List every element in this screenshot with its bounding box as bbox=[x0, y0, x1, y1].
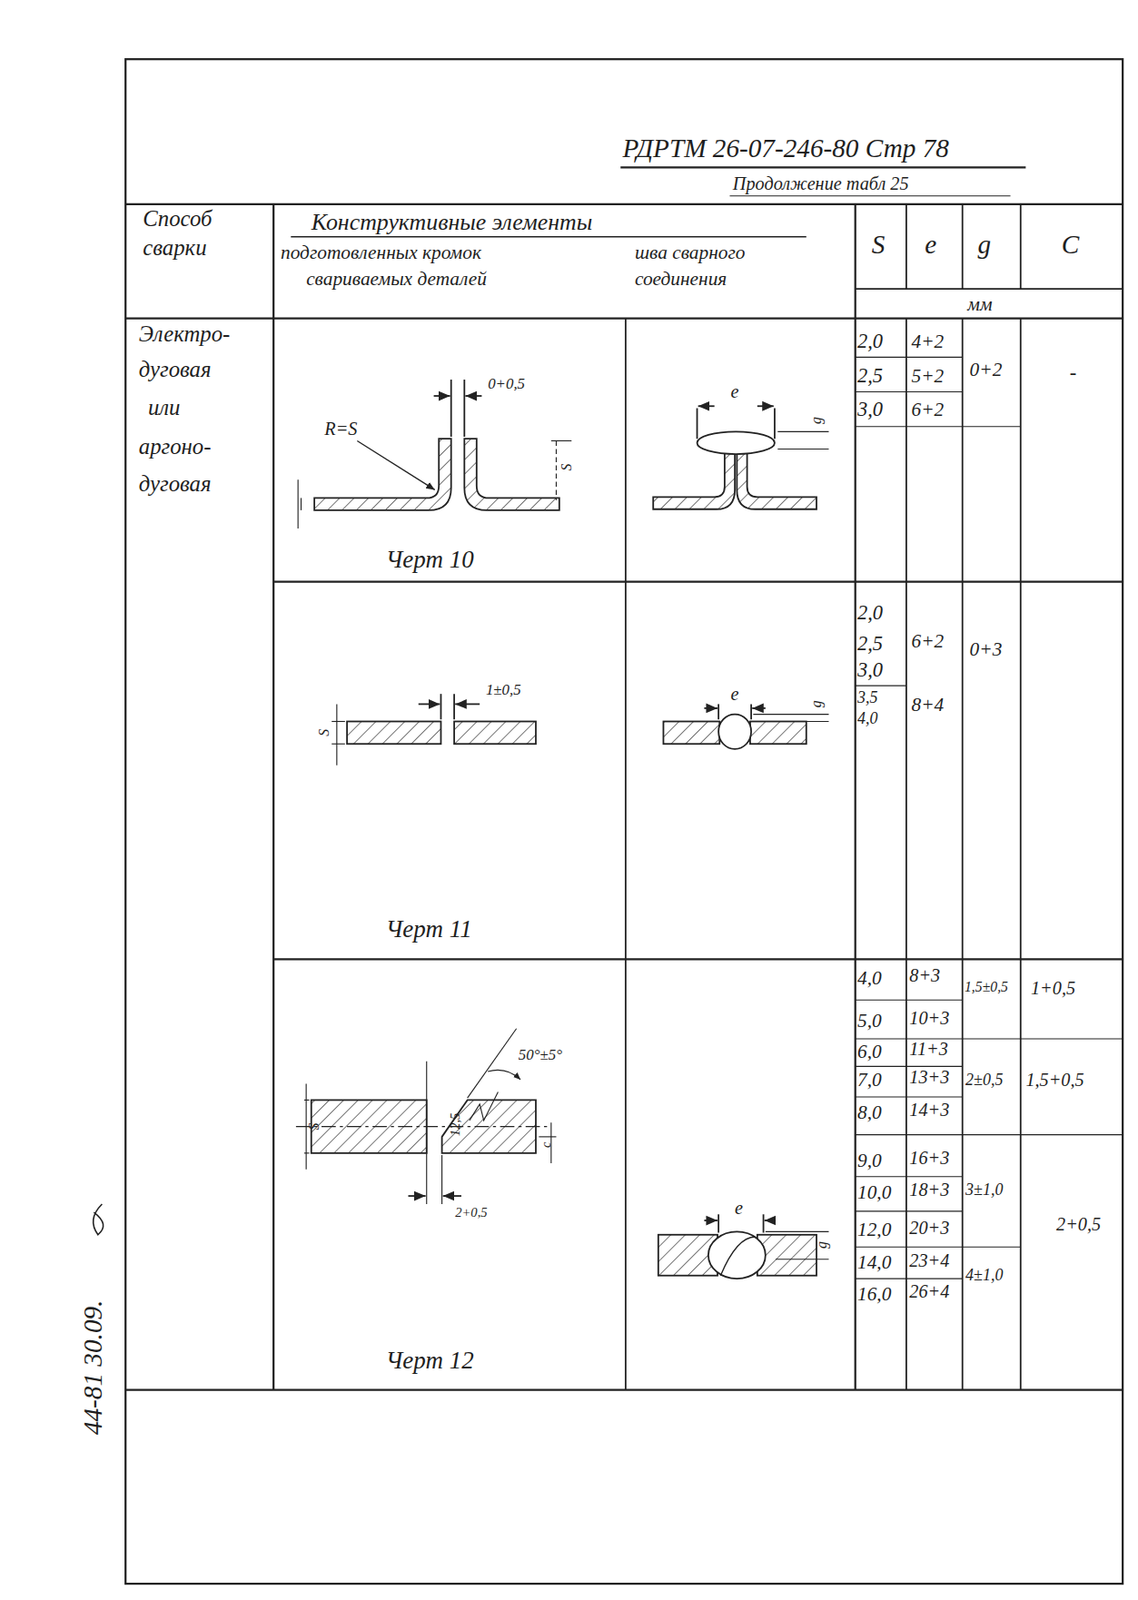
table-cell: 2,0 bbox=[857, 602, 883, 623]
dimension-label: 50°±5° bbox=[518, 1048, 563, 1064]
table-cell: 0+3 bbox=[969, 639, 1003, 659]
table-cell: 14+3 bbox=[909, 1101, 950, 1120]
table-cell: 5,0 bbox=[857, 1010, 882, 1030]
dimension-label: 1±0,5 bbox=[485, 682, 522, 698]
table-cell: 10+3 bbox=[909, 1009, 950, 1028]
table-cell: 6,0 bbox=[857, 1041, 882, 1061]
table-cell: 4,0 bbox=[857, 710, 878, 727]
table-cell: 16+3 bbox=[909, 1148, 950, 1168]
header-cell: соединения bbox=[634, 268, 727, 288]
table-cell: 23+4 bbox=[909, 1251, 950, 1270]
dimension-label: 0+0,5 bbox=[487, 376, 525, 392]
table-cell: 7,0 bbox=[857, 1069, 882, 1089]
dimension-label: g bbox=[809, 416, 824, 425]
dimension-label: e bbox=[731, 684, 740, 703]
header-cell: свариваемых деталей bbox=[306, 268, 487, 288]
table-cell: 1+0,5 bbox=[1030, 979, 1076, 998]
table-cell: 5+2 bbox=[911, 366, 945, 386]
dimension-label: R=S bbox=[324, 419, 357, 438]
dimension-label: e bbox=[731, 382, 740, 401]
dimension-label: S bbox=[306, 1123, 322, 1131]
table-cell: 11+3 bbox=[909, 1039, 948, 1059]
table-cell: 16,0 bbox=[857, 1284, 891, 1304]
method-cell: или bbox=[148, 396, 181, 420]
unit-label: мм bbox=[967, 294, 992, 314]
header-cell: сварки bbox=[142, 237, 207, 260]
table-continuation: Продолжение табл 25 bbox=[732, 174, 910, 193]
header-cell: подготовленных кромок bbox=[280, 242, 482, 262]
table-cell: 3,0 bbox=[857, 398, 883, 419]
table-cell: 3,0 bbox=[857, 659, 883, 680]
figure-number: Черт 12 bbox=[385, 1347, 475, 1373]
header-cell: g bbox=[978, 231, 992, 258]
table-cell: 8+4 bbox=[911, 694, 945, 714]
table-cell: 26+4 bbox=[909, 1283, 950, 1302]
table-cell: 1,5±0,5 bbox=[964, 980, 1009, 996]
table-cell: 4+2 bbox=[911, 331, 945, 351]
method-cell: дуговая bbox=[138, 357, 212, 381]
figure-number: Черт 11 bbox=[385, 916, 473, 941]
margin-note: 44-81 30.09. bbox=[80, 1300, 108, 1436]
table-cell: 2,5 bbox=[857, 633, 883, 654]
dimension-label: S bbox=[316, 729, 332, 737]
header-cell: Конструктивные элементы bbox=[311, 210, 593, 235]
table-cell: 2,0 bbox=[857, 330, 883, 351]
method-cell: дуговая bbox=[138, 472, 212, 495]
table-cell: 6+2 bbox=[911, 399, 945, 419]
method-cell: Электро- bbox=[138, 323, 230, 347]
table-cell: 2,5 bbox=[857, 365, 883, 386]
dimension-label: g bbox=[809, 700, 824, 708]
table-cell: 20+3 bbox=[909, 1218, 950, 1237]
table-cell: 9,0 bbox=[857, 1150, 882, 1170]
table-cell: 4±1,0 bbox=[965, 1267, 1003, 1285]
header-cell: e bbox=[924, 231, 937, 258]
dimension-label: 2+0,5 bbox=[455, 1206, 487, 1220]
table-cell: 2±0,5 bbox=[965, 1071, 1003, 1089]
table-cell: 1,5+0,5 bbox=[1025, 1070, 1084, 1089]
table-cell: 8,0 bbox=[857, 1102, 882, 1122]
table-cell: 0+2 bbox=[969, 359, 1003, 379]
table-cell: 2+0,5 bbox=[1056, 1215, 1101, 1234]
figure-number: Черт 10 bbox=[385, 546, 475, 572]
table-cell: 14,0 bbox=[857, 1252, 891, 1272]
dimension-label: e bbox=[734, 1198, 743, 1218]
method-cell: аргоно- bbox=[138, 435, 212, 459]
roughness-label: 12,5 bbox=[448, 1113, 463, 1138]
header-cell: S bbox=[871, 231, 886, 258]
table-cell: 13+3 bbox=[909, 1068, 950, 1088]
header-cell: C bbox=[1061, 231, 1079, 258]
table-cell: 18+3 bbox=[909, 1180, 950, 1199]
table-cell: - bbox=[1069, 362, 1077, 383]
header-cell: Способ bbox=[142, 207, 212, 231]
dimension-label: g bbox=[815, 1241, 831, 1249]
table-cell: 3±1,0 bbox=[965, 1181, 1003, 1198]
table-cell: 10,0 bbox=[857, 1182, 891, 1202]
document-code: РДРТМ 26-07-246-80 Стр 78 bbox=[622, 135, 949, 162]
table-cell: 8+3 bbox=[909, 966, 941, 985]
dimension-label: c bbox=[539, 1142, 554, 1148]
header-cell: шва сварного bbox=[634, 242, 745, 262]
table-cell: 12,0 bbox=[857, 1219, 891, 1239]
table-cell: 3,5 bbox=[857, 690, 878, 707]
table-cell: 4,0 bbox=[857, 968, 882, 988]
dimension-label: S bbox=[560, 464, 575, 472]
table-cell: 6+2 bbox=[911, 631, 945, 651]
